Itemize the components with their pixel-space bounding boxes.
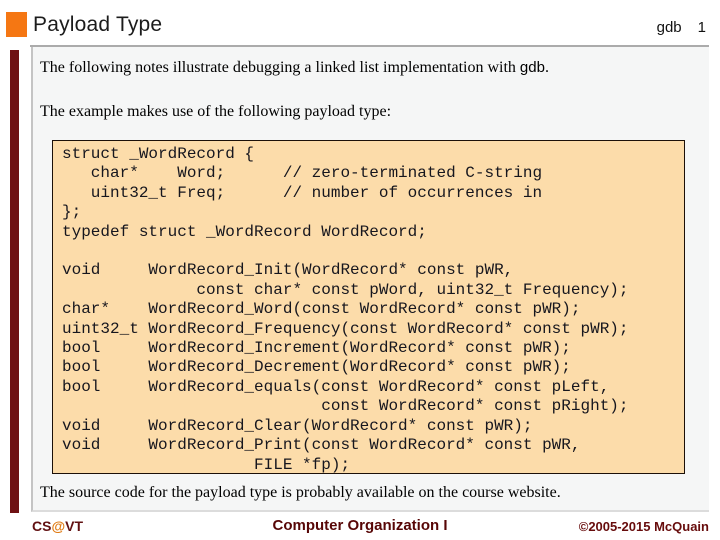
header-right: gdb 1 <box>657 19 706 36</box>
slide-accent-icon <box>6 12 27 37</box>
footer-course-title: Computer Organization I <box>272 517 448 534</box>
source-note: The source code for the payload type is … <box>40 484 561 501</box>
topic-tag: gdb <box>656 19 682 36</box>
intro-line-2: The example makes use of the following p… <box>40 103 392 120</box>
footer-cs: CS <box>32 518 52 534</box>
sidebar-accent-bar <box>10 50 19 513</box>
footer-at-sign: @ <box>51 518 66 534</box>
intro-line-1-period: . <box>544 59 549 76</box>
footer-copyright: ©2005-2015 McQuain <box>578 519 709 534</box>
intro-line-1: The following notes illustrate debugging… <box>40 59 549 77</box>
code-listing: struct _WordRecord { char* Word; // zero… <box>62 145 629 474</box>
header-divider <box>30 45 709 47</box>
footer-logo-csvt: CS@VT <box>32 518 83 534</box>
intro-line-1-text: The following notes illustrate debugging… <box>40 59 520 76</box>
footer-vt: VT <box>65 518 83 534</box>
code-box: struct _WordRecord { char* Word; // zero… <box>52 140 685 474</box>
intro-line-1-code-token: gdb <box>519 59 545 76</box>
page-number: 1 <box>697 19 706 36</box>
page-title: Payload Type <box>33 13 163 36</box>
